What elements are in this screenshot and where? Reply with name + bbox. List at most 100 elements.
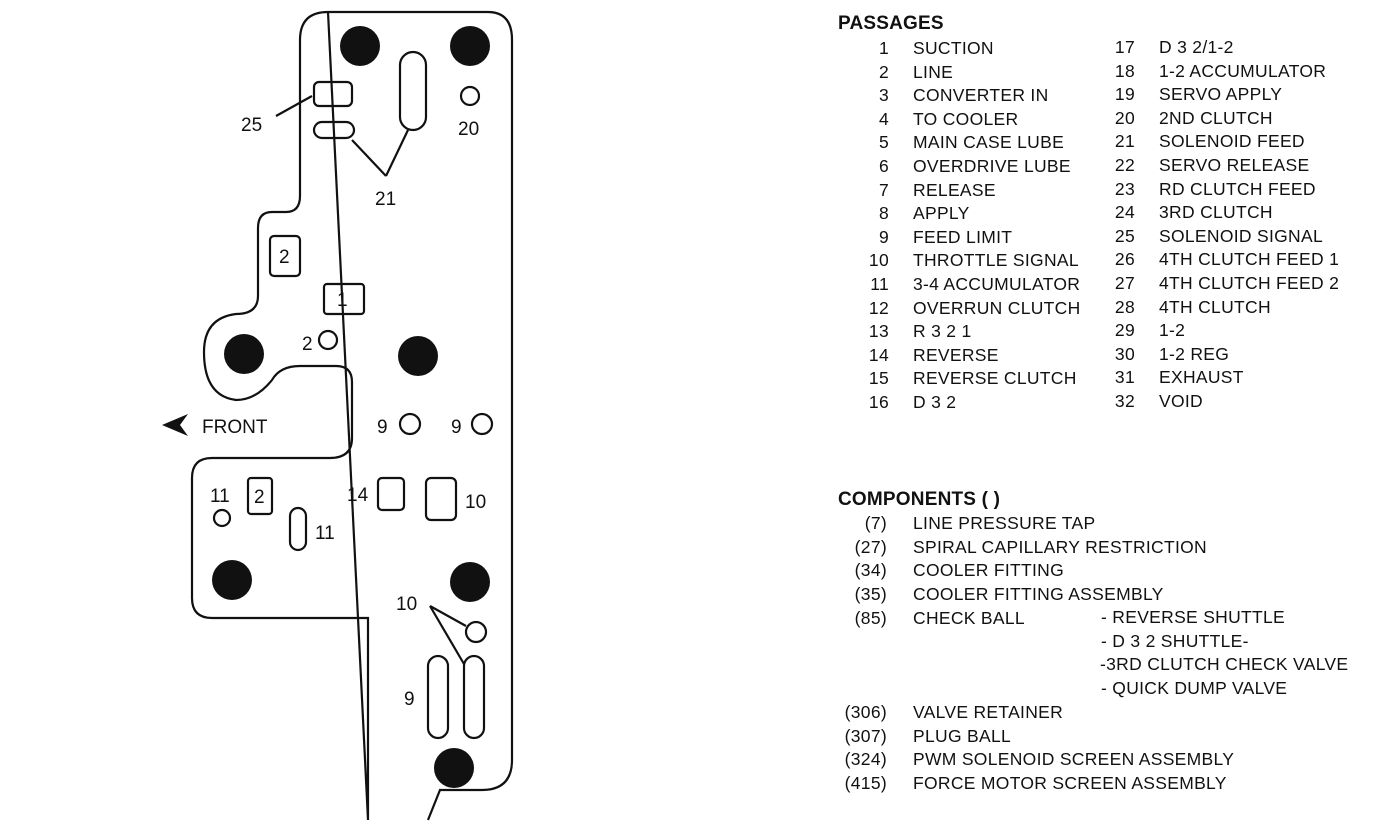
item-name: COOLER FITTING ASSEMBLY [913,584,1164,605]
item-name: 4TH CLUTCH FEED 1 [1159,249,1340,270]
callout-14: 14 [347,485,369,506]
item-name: LINE PRESSURE TAP [913,513,1096,533]
port-25 [312,80,354,108]
item-number: 10 [868,250,889,271]
callout-9: 9 [451,417,462,438]
item-number: 32 [1114,391,1135,411]
item-number: 31 [1114,367,1135,388]
callout-10: 10 [465,492,486,513]
item-number: 13 [868,321,889,342]
component-row: (34)COOLER FITTING [0,560,1376,582]
item-number: 20 [1114,107,1135,128]
passage-row: 10 THROTTLE SIGNAL [0,250,1376,272]
item-number: 18 [1114,60,1135,81]
item-name: REVERSE CLUTCH [913,368,1077,389]
item-number: 8 [878,203,889,224]
components-title: COMPONENTS ( ) [838,489,1001,510]
item-name: 1-2 REG [1159,343,1230,364]
passages-title: PASSAGES [838,13,944,34]
item-name: SERVO APPLY [1159,84,1283,105]
item-name: APPLY [913,203,970,224]
front-arrow-icon [162,414,188,436]
component-row: (7)LINE PRESSURE TAP [0,513,1376,535]
item-number: (324) [844,749,887,770]
passage-row: 31 EXHAUST [0,367,1376,389]
bolt-hole [212,560,252,600]
item-number: (34) [854,560,887,581]
component-row: (35)COOLER FITTING ASSEMBLY [0,584,1376,606]
port-21b [398,50,428,132]
item-number: 17 [1114,37,1135,57]
port-14 [376,476,406,512]
item-name: D 3 2 [913,392,957,412]
passage-row: 4 TO COOLER [0,109,1376,131]
gasket-outline [190,10,514,821]
passage-row: 22 SERVO RELEASE [0,155,1376,177]
bolt-hole [450,562,490,602]
item-number: (85) [854,607,887,628]
item-number: 4 [878,108,889,129]
item-number: 23 [1114,178,1135,199]
item-name: VOID [1159,391,1203,411]
port-10-small [464,620,488,644]
callout-2: 2 [254,487,265,508]
port-11-slot [288,506,308,552]
component-row: (85)CHECK BALL [0,608,1376,630]
check-ball-type: -3RD CLUTCH CHECK VALVE [1100,654,1349,675]
item-name: TO COOLER [913,108,1019,129]
item-number: 27 [1114,273,1135,293]
item-number: 21 [1114,131,1135,152]
callout-11: 11 [210,486,230,507]
component-row: (324) PWM SOLENOID SCREEN ASSEMBLY [0,749,1376,771]
item-number: 25 [1114,225,1135,246]
item-number: 30 [1114,343,1135,364]
item-number: 22 [1114,155,1135,175]
item-name: VALVE RETAINER [913,702,1064,722]
item-name: SERVO RELEASE [1159,155,1310,175]
item-name: 4TH CLUTCH [1159,296,1271,317]
bolt-hole [398,336,438,376]
valve-body-gasket-diagram: 25 20 21 2 1 2 FRONT 9 9 11 2 14 10 11 1… [162,10,514,821]
item-number: 16 [868,392,889,412]
check-ball-type: - REVERSE SHUTTLE [1101,607,1286,627]
item-number: (306) [844,702,887,722]
port-21a [312,120,356,140]
component-row: (415)FORCE MOTOR SCREEN ASSEMBLY [0,773,1376,795]
callout-9: 9 [404,689,415,710]
item-number: (27) [854,536,887,557]
item-number: 1 [878,38,889,58]
item-name: SOLENOID SIGNAL [1159,225,1323,246]
item-number: 28 [1114,296,1135,317]
item-name: THROTTLE SIGNAL [913,250,1079,271]
item-name: LINE [913,61,954,82]
item-name: 3-4 ACCUMULATOR [913,274,1081,294]
callout-21: 21 [375,189,396,210]
callout-25: 25 [241,115,262,136]
callout-1: 1 [337,290,348,311]
item-name: FORCE MOTOR SCREEN ASSEMBLY [913,773,1227,794]
item-name: PWM SOLENOID SCREEN ASSEMBLY [913,749,1235,770]
port-10-upper [424,476,458,522]
item-number: 24 [1114,202,1135,223]
passage-row: 32 VOID [0,391,1376,413]
item-number: 29 [1114,320,1135,341]
item-number: 5 [878,132,889,153]
item-name: EXHAUST [1159,367,1244,388]
bolt-hole [434,748,474,788]
bolt-hole [450,26,490,66]
item-name: RD CLUTCH FEED [1159,178,1316,199]
item-number: 6 [878,156,889,176]
port-9-slot-a [426,654,450,740]
component-row: (27)SPIRAL CAPILLARY RESTRICTION [0,537,1376,559]
port-9-slot-b [462,654,486,740]
passage-row: 28 4TH CLUTCH [0,297,1376,319]
callout-2: 2 [302,334,313,355]
